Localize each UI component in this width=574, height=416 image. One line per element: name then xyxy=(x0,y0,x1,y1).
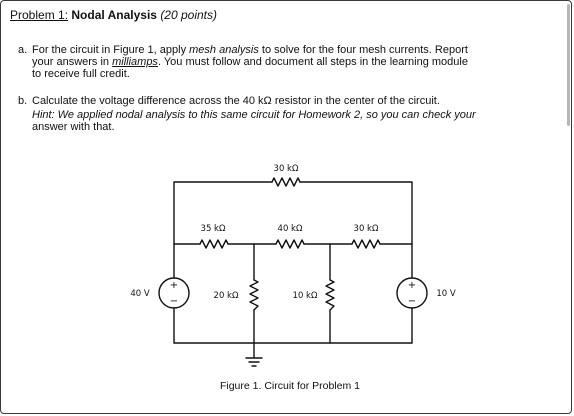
item-b-hint-line-1: Hint: We applied nodal analysis to this … xyxy=(32,109,476,121)
label-r-mid-left: 35 kΩ xyxy=(201,224,226,234)
voltage-source-right-icon xyxy=(396,277,428,309)
scrollbar[interactable] xyxy=(567,4,570,126)
label-r-mid-right: 30 kΩ xyxy=(354,224,379,234)
item-a-line-3: to receive full credit. xyxy=(32,68,130,80)
label-v-right: 10 V xyxy=(436,289,456,299)
list-item-b: b. Calculate the voltage difference acro… xyxy=(18,95,557,133)
resistor-top-zigzag xyxy=(271,177,301,187)
resistor-vert-left-zigzag xyxy=(249,279,259,311)
source-right-minus: − xyxy=(408,296,416,307)
item-b-line-1: Calculate the voltage difference across … xyxy=(32,95,440,107)
wire-top-right xyxy=(299,181,413,245)
label-r-vert-left: 20 kΩ xyxy=(214,291,239,301)
resistor-mid-left-zigzag xyxy=(199,239,229,249)
item-a-text: your answers in xyxy=(32,56,113,68)
problem-title: Nodal Analysis xyxy=(71,8,157,22)
wire-top-left xyxy=(173,181,273,245)
ground-icon xyxy=(245,342,263,367)
item-a-text: to solve for the four mesh currents. Rep… xyxy=(258,44,468,56)
item-a-line-2: your answers in milliamps. You must foll… xyxy=(32,56,552,68)
voltage-source-left-icon xyxy=(158,277,190,309)
figure-caption: Figure 1. Circuit for Problem 1 xyxy=(220,380,360,392)
source-right-plus: + xyxy=(408,280,416,291)
item-a-text: . You must follow and document all steps… xyxy=(157,56,468,68)
list-marker-b: b. xyxy=(18,95,28,107)
source-left-plus: + xyxy=(170,280,178,291)
source-left-minus: − xyxy=(170,296,178,307)
list-marker-a: a. xyxy=(18,44,28,56)
label-r-vert-right: 10 kΩ xyxy=(293,291,318,301)
resistor-mid-right-zigzag xyxy=(351,239,381,249)
item-a-text: For the circuit in Figure 1, apply xyxy=(32,44,190,56)
problem-points: (20 points) xyxy=(160,8,218,22)
item-a-underlined: milliamps xyxy=(112,56,158,68)
item-b-hint-line-2: answer with that. xyxy=(32,121,115,133)
resistor-mid-center-zigzag xyxy=(275,239,305,249)
label-r-mid-center: 40 kΩ xyxy=(278,224,303,234)
problem-number: Problem 1: xyxy=(10,8,69,22)
list-item-a: a. For the circuit in Figure 1, apply me… xyxy=(18,44,552,80)
label-r-top: 30 kΩ xyxy=(274,164,299,174)
item-a-line-1: For the circuit in Figure 1, apply mesh … xyxy=(32,44,552,56)
item-a-emphasis: mesh analysis xyxy=(189,44,259,56)
resistor-vert-right-zigzag xyxy=(325,279,335,311)
problem-heading: Problem 1: Nodal Analysis (20 points) xyxy=(10,8,217,22)
label-v-left: 40 V xyxy=(130,289,150,299)
